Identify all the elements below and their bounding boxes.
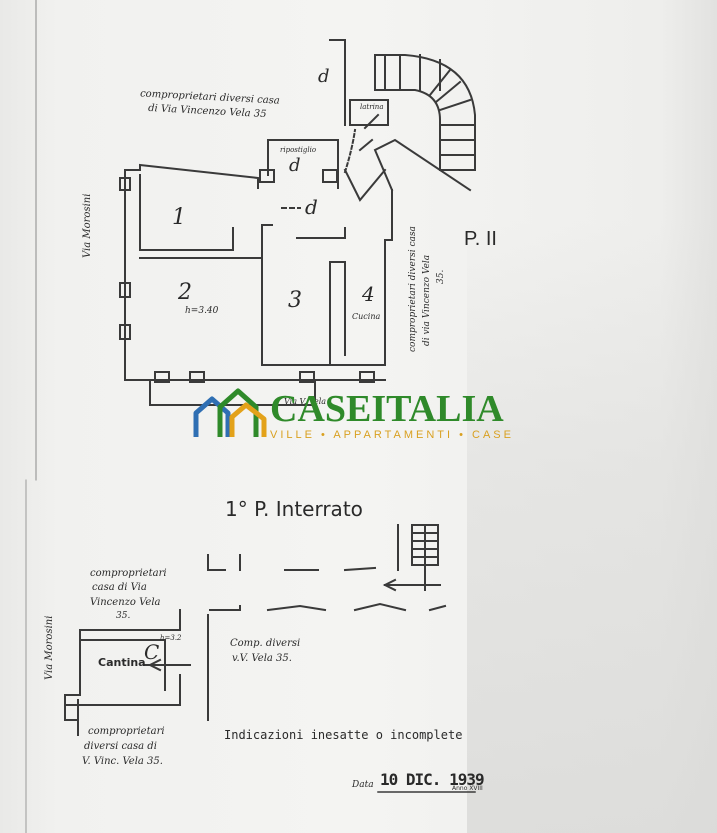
lower-neighbors-top-3: Vincenzo Vela [90,597,161,608]
room-2-height: h=3.40 [185,306,219,316]
lower-neighbors-right-1: Comp. diversi [230,638,301,649]
date-suffix: Anno XVIII [452,785,483,792]
neighbors-right-line2: di via Vincenzo Vela [422,254,432,346]
lower-neighbors-top-2: casa di Via [92,582,147,593]
date-value: 10 DIC. 1939 [380,770,485,789]
room-3-number: 3 [288,288,302,313]
street-left-lower: Via Morosini [44,615,55,680]
lower-neighbors-bottom-2: diversi casa di [84,741,157,752]
scan-shadow [467,220,717,833]
room-4-number: 4 [362,282,375,306]
corridor-letter: d [305,195,318,219]
lower-floor-title: 1° P. Interrato [225,497,363,521]
lower-neighbors-top-1: comproprietari [90,568,167,579]
neighbors-right-line3: 35. [436,269,446,284]
room-4-kitchen: Cucina [352,312,381,321]
street-left-upper: Via Morosini [82,193,93,258]
cellar-label: Cantina [98,656,146,669]
street-bottom-upper: Via V. Vela [284,397,327,406]
lower-neighbors-right-2: v.V. Vela 35. [232,653,292,664]
room-2-number: 2 [178,280,192,305]
caseitalia-logo: CASEITALIA VILLE • APPARTAMENTI • CASE [190,385,530,445]
lower-neighbors-bottom-1: comproprietari [88,726,165,737]
brand-tagline: VILLE • APPARTAMENTI • CASE [270,429,514,441]
cellar-letter: C [144,640,160,664]
latrine-label: latrina [360,103,384,111]
cellar-height: h=3.2 [160,634,182,642]
lower-neighbors-top-4: 35. [116,611,131,621]
neighbors-right-line1: comproprietari diversi casa [408,226,418,352]
floor-label: P. II [464,228,497,250]
brand-name: CASEITALIA [270,388,504,430]
date-label: Data [352,780,374,790]
incomplete-note: Indicazioni inesatte o incomplete [224,728,463,742]
stair-letter: d [318,66,330,87]
room-1-number: 1 [172,205,186,230]
closet-letter: d [289,155,301,176]
closet-label: ripostiglio [280,146,317,154]
houses-logo-icon [193,388,267,437]
lower-neighbors-bottom-3: V. Vinc. Vela 35. [82,756,163,767]
